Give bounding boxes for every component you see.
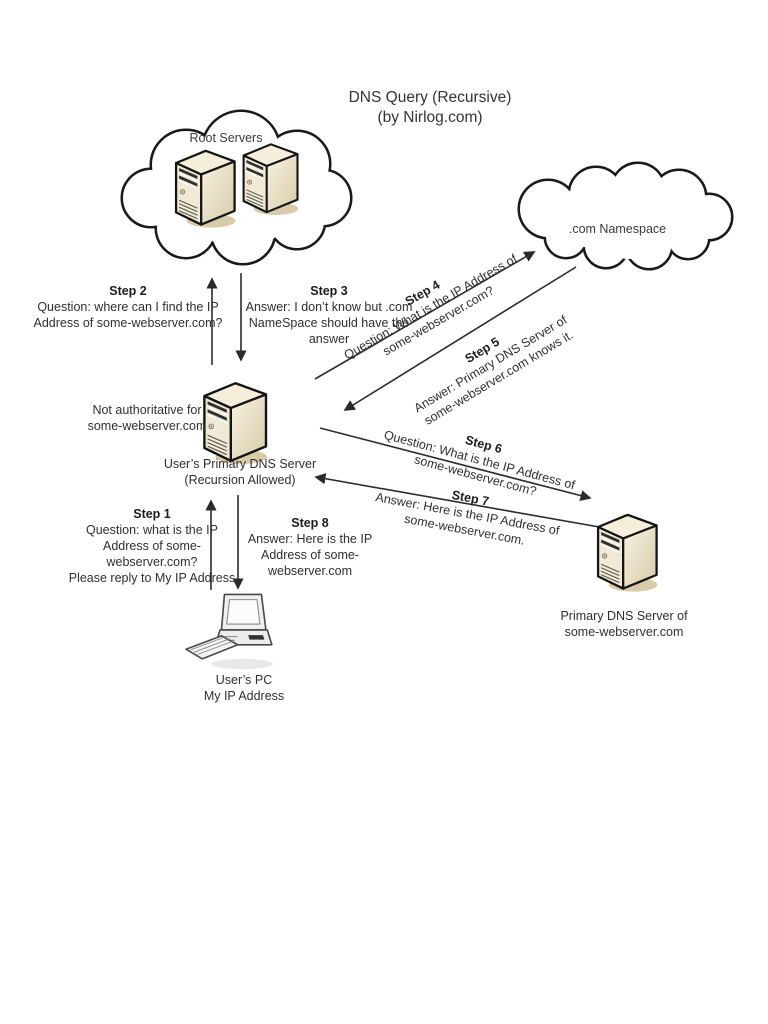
primary-dns-server-icon [203,382,268,466]
step-line: webserver.com? [106,555,198,569]
com-namespace-cloud-shape [517,161,734,271]
step-8-label: Step 8 Answer: Here is the IP Address of… [236,515,384,579]
step-line: Question: what is the IP [85,523,218,537]
step-line: Question: where can I find the IP [37,300,219,314]
step-line: answer [308,332,350,346]
step-1-label: Step 1 Question: what is the IP Address … [58,506,246,586]
primary-dns-label: User’s Primary DNS Server (Recursion All… [150,456,330,488]
note-line: some-webserver.com [87,419,207,433]
com-namespace-cloud-label: .com Namespace [568,222,667,236]
step7-arrow [314,473,623,532]
step-line: Answer: Here is the IP [247,532,373,546]
webserver-dns-label: Primary DNS Server of some-webserver.com [538,608,710,640]
node-label-line: User’s PC [215,673,273,687]
note-line: Not authoritative for [92,403,202,417]
root-servers-cloud-label: Root Servers [189,131,263,145]
step-8-title: Step 8 [291,516,329,530]
step-line: Please reply to My IP Address [68,571,236,585]
step-line: Address of some-webserver.com? [33,316,223,330]
diagram-title: DNS Query (Recursive) (by Nirlog.com) [280,88,580,128]
step-2-label: Step 2 Question: where can I find the IP… [22,283,234,331]
users-pc-icon [185,593,275,670]
step-3-title: Step 3 [310,284,348,298]
step-3-label: Step 3 Answer: I don’t know but .com Nam… [243,283,415,347]
root-server-icon-1 [174,149,237,229]
node-label-line: Primary DNS Server of [560,609,688,623]
node-label-line: User’s Primary DNS Server [163,457,317,471]
diagram-title-line1: DNS Query (Recursive) [348,89,512,106]
users-pc-label: User’s PC My IP Address [175,672,313,704]
diagram-title-line2: (by Nirlog.com) [377,109,483,126]
step4-arrow [314,251,536,380]
step-line: NameSpace should have the [248,316,410,330]
step-line: Address of some- [103,539,201,553]
step5-arrow [343,266,577,411]
step-line: Address of some- [261,548,359,562]
step6-arrow [319,427,592,502]
node-label-line: My IP Address [203,689,285,703]
root-server-icon-2 [242,143,300,217]
step-line: webserver.com [267,564,353,578]
step-1-title: Step 1 [133,507,171,521]
webserver-dns-server-icon [596,513,659,593]
step-2-title: Step 2 [109,284,147,298]
node-label-line: (Recursion Allowed) [184,473,296,487]
primary-dns-note: Not authoritative for some-webserver.com [85,402,209,434]
node-label-line: some-webserver.com [564,625,684,639]
step-line: Answer: I don’t know but .com [245,300,413,314]
